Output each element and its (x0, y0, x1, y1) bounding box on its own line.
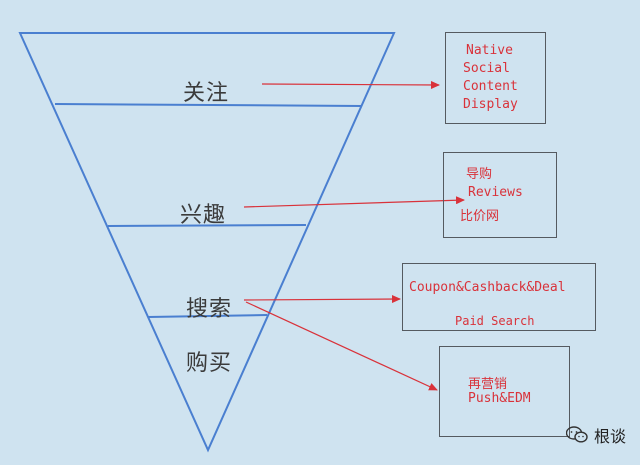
arrow-interest-to-reviews (243, 196, 465, 208)
watermark-text: 根谈 (593, 427, 626, 446)
funnel-divider-2 (107, 224, 307, 227)
funnel-divider-1 (54, 103, 363, 107)
display-line: Display (463, 97, 518, 112)
coupon-line: Coupon&Cashback&Deal (409, 280, 566, 295)
native-line: Native (466, 43, 513, 58)
paid-search-line: Paid Search (455, 314, 535, 328)
arrow-search-to-coupon (243, 295, 401, 304)
native-social-content-box: Native Social Content Display (445, 32, 546, 124)
remarketing-line: 再营销 (468, 377, 508, 392)
shopping-guide-line: 导购 (466, 167, 493, 182)
stage-label-attention: 关注 (183, 81, 230, 106)
wechat-icon (565, 426, 588, 443)
content-line: Content (463, 79, 518, 94)
stage-label-purchase: 购买 (186, 351, 233, 376)
watermark: 根谈 (565, 423, 626, 447)
push-edm-line: Push&EDM (468, 391, 531, 406)
coupon-cashback-box: Coupon&Cashback&Deal Paid Search (402, 263, 596, 331)
arrow-attention-to-native (261, 80, 440, 89)
reviews-line: Reviews (468, 185, 523, 200)
stage-label-interest: 兴趣 (180, 203, 227, 228)
funnel-divider-3 (147, 314, 268, 318)
stage-label-search: 搜索 (186, 297, 233, 322)
arrow-search-to-remarketing (245, 301, 438, 391)
reviews-box: 导购 Reviews 比价网 (443, 152, 557, 238)
remarketing-box: 再营销 Push&EDM (439, 346, 570, 437)
funnel-outline (18, 32, 396, 453)
social-line: Social (463, 61, 510, 76)
price-compare-line: 比价网 (460, 209, 500, 224)
